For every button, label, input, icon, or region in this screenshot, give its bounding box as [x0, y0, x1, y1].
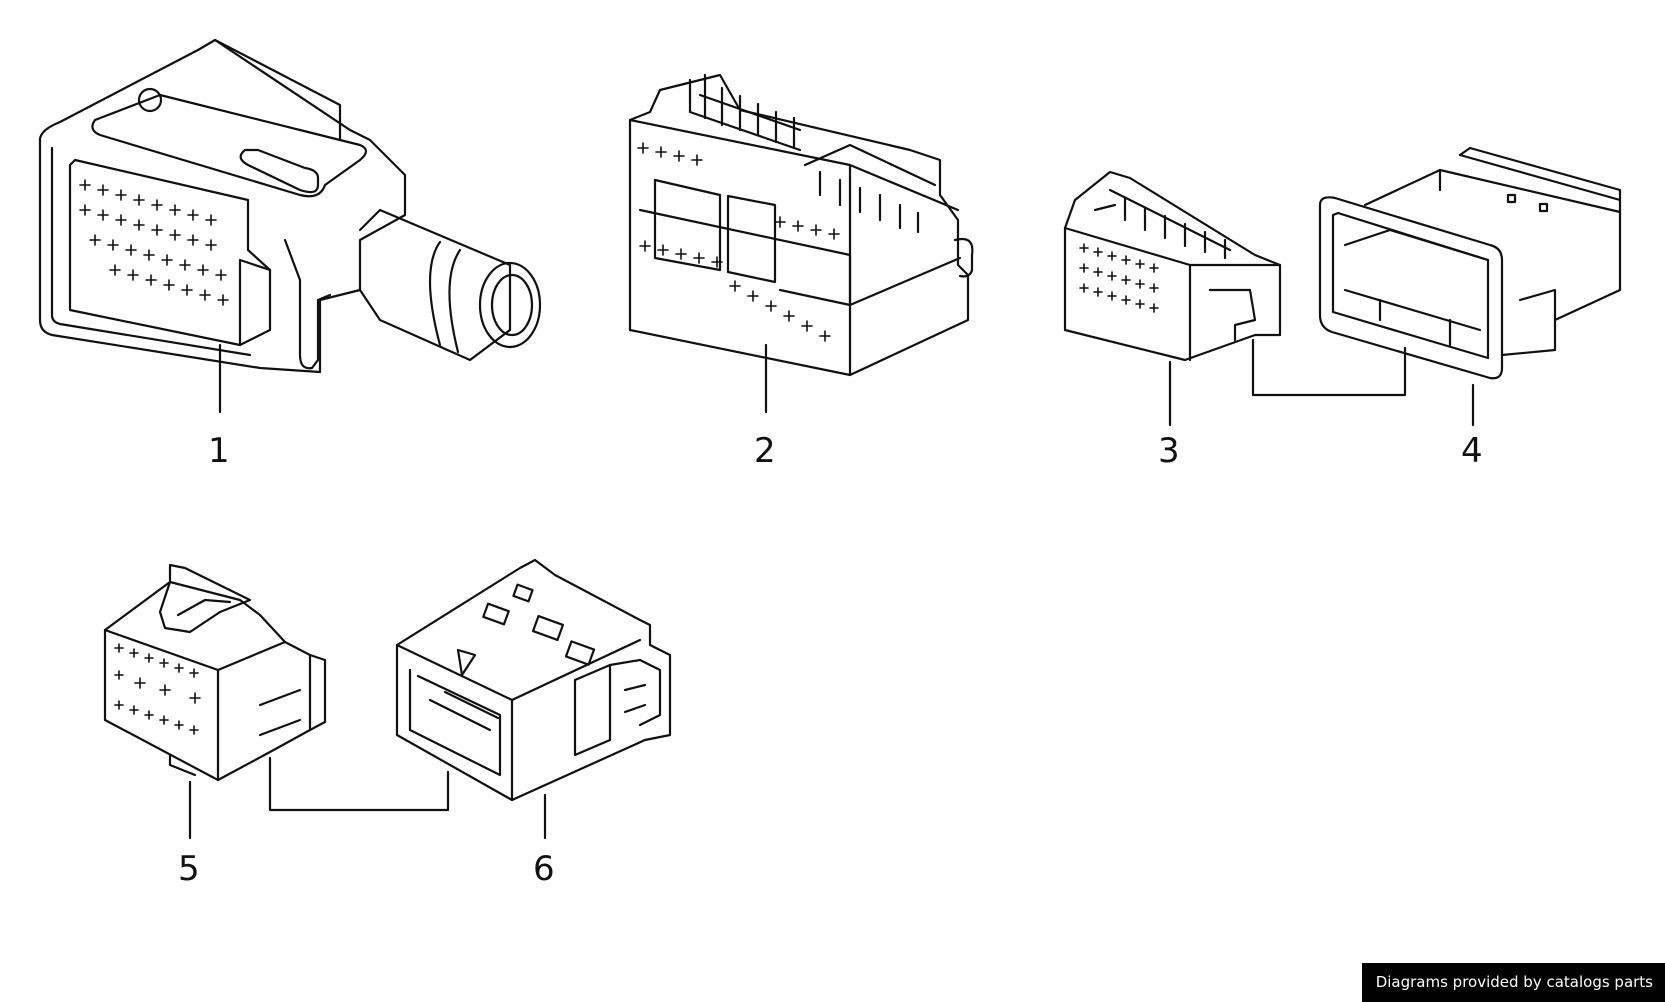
part-2-connector[interactable]	[628, 73, 974, 414]
callout-label-2: 2	[754, 431, 776, 471]
callout-label-1: 1	[208, 431, 230, 471]
part-5-connector[interactable]	[103, 563, 327, 840]
part-4-connector[interactable]	[1318, 146, 1622, 427]
callout-label-4: 4	[1461, 431, 1483, 471]
callout-label-6: 6	[533, 849, 555, 889]
pair-link-5-6	[268, 756, 450, 812]
pair-link-3-4	[1251, 338, 1407, 397]
part-1-connector[interactable]	[38, 38, 542, 414]
callout-label-5: 5	[178, 849, 200, 889]
callout-label-3: 3	[1158, 431, 1180, 471]
part-6-connector[interactable]	[395, 558, 672, 840]
credit-banner: Diagrams provided by catalogs parts	[1361, 963, 1665, 1002]
part-3-connector[interactable]	[1063, 170, 1282, 427]
